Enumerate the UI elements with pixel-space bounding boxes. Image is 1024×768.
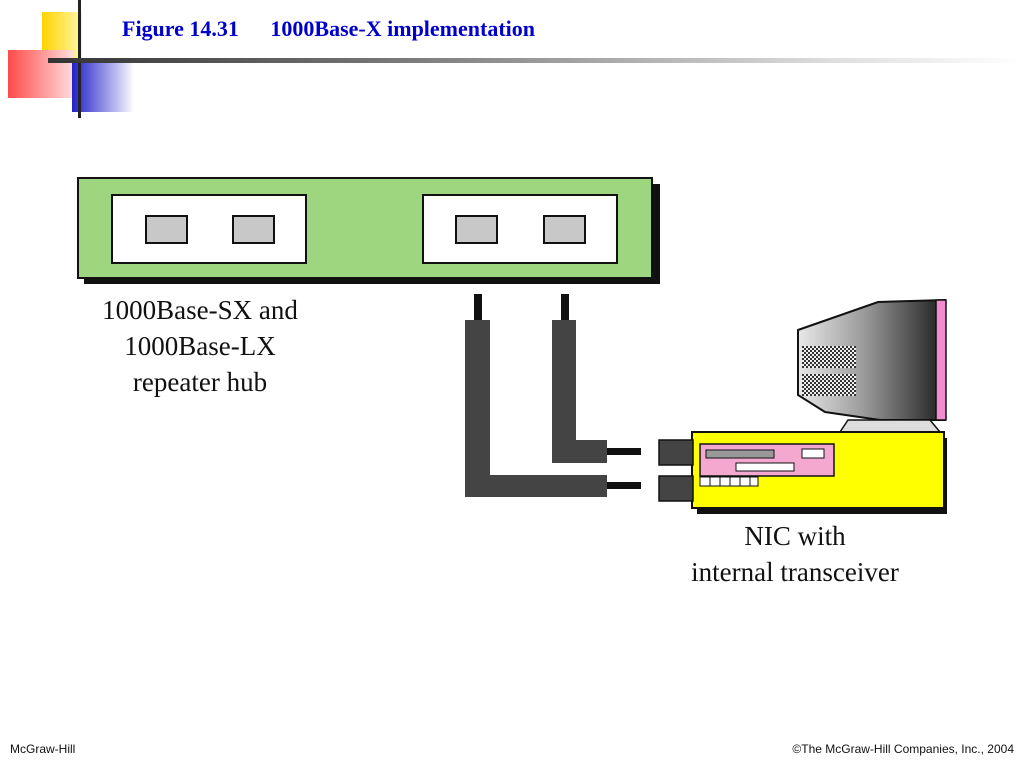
footer-copyright: ©The McGraw-Hill Companies, Inc., 2004 (792, 742, 1014, 756)
monitor-vent (802, 374, 856, 396)
header-decoration-blue (72, 62, 134, 112)
hub-label: 1000Base-SX and 1000Base-LX repeater hub (70, 292, 330, 400)
hub-port-group-right (422, 194, 618, 264)
cable-inner (552, 294, 641, 463)
transceiver-plug (658, 439, 694, 466)
hub-label-line: 1000Base-SX and (102, 295, 298, 325)
hub-port (145, 215, 188, 244)
nic-connector-strip (699, 476, 759, 487)
hub-port (543, 215, 586, 244)
computer (658, 298, 947, 514)
transceiver-plug (658, 475, 694, 502)
hub-port-group-left (111, 194, 307, 264)
page-title: Figure 14.31 1000Base-X implementation (122, 16, 535, 42)
figure-number: Figure 14.31 (122, 16, 239, 41)
footer-publisher: McGraw-Hill (10, 742, 76, 756)
header-rule (48, 58, 1024, 63)
nic-label-line: internal transceiver (691, 557, 899, 587)
monitor (797, 298, 947, 433)
hub-label-line: repeater hub (132, 367, 268, 397)
repeater-hub (77, 177, 660, 284)
nic-label: NIC with internal transceiver (650, 518, 940, 590)
cable-outer (465, 294, 641, 497)
figure-title: 1000Base-X implementation (270, 16, 536, 41)
monitor-vent (802, 346, 856, 368)
nic-label-line: NIC with (744, 521, 846, 551)
hub-label-line: 1000Base-LX (124, 331, 276, 361)
hub-port (455, 215, 498, 244)
hub-port (232, 215, 275, 244)
computer-case (691, 431, 947, 514)
